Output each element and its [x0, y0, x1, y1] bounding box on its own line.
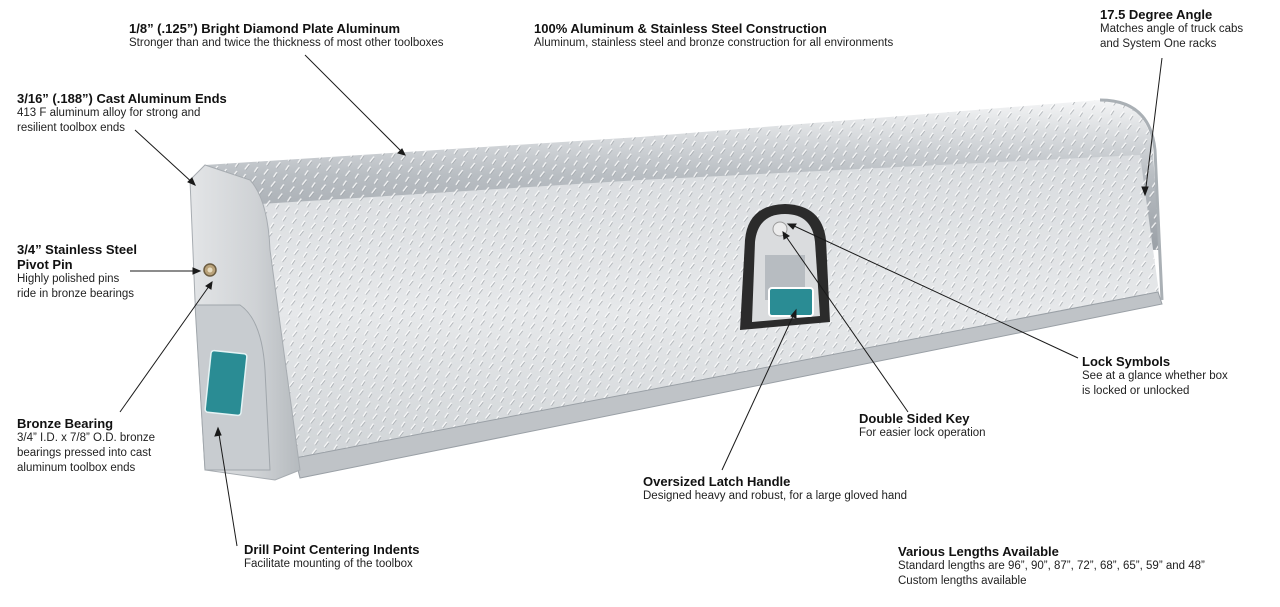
- callout-desc: Designed heavy and robust, for a large g…: [643, 490, 908, 502]
- callout-title: 100% Aluminum & Stainless Steel Construc…: [534, 21, 827, 36]
- callout-double-key: Double Sided Key For easier lock operati…: [859, 411, 986, 441]
- callout-desc: 3/4” I.D. x 7/8” O.D. bronze bearings pr…: [17, 432, 156, 474]
- callout-title: Bronze Bearing: [17, 416, 114, 431]
- callout-bronze-bearing: Bronze Bearing 3/4” I.D. x 7/8” O.D. bro…: [17, 416, 155, 476]
- callout-lock-symbols: Lock Symbols See at a glance whether box…: [1082, 354, 1228, 399]
- callout-desc: Highly polished pins ride in bronze bear…: [17, 273, 134, 300]
- callout-cast-ends: 3/16” (.188”) Cast Aluminum Ends 413 F a…: [17, 91, 227, 136]
- callout-title: Lock Symbols: [1082, 354, 1171, 369]
- callout-title: Oversized Latch Handle: [643, 474, 791, 489]
- leader-lines: [119, 54, 1163, 547]
- callout-angle: 17.5 Degree Angle Matches angle of truck…: [1100, 7, 1243, 52]
- toolbox-front-face: [245, 98, 1164, 479]
- callout-title: Drill Point Centering Indents: [244, 542, 420, 557]
- callout-title: 3/4” Stainless Steel Pivot Pin: [17, 242, 137, 272]
- callout-pivot-pin: 3/4” Stainless Steel Pivot Pin Highly po…: [17, 242, 137, 302]
- callout-desc: Facilitate mounting of the toolbox: [244, 558, 413, 570]
- callout-desc: For easier lock operation: [859, 427, 986, 439]
- callout-desc: 413 F aluminum alloy for strong and resi…: [17, 107, 201, 134]
- callout-desc: Matches angle of truck cabs and System O…: [1100, 23, 1244, 50]
- latch-handle: [740, 204, 830, 330]
- toolbox-cast-end: [189, 164, 301, 481]
- callout-diamond-plate: 1/8” (.125”) Bright Diamond Plate Alumin…: [129, 21, 444, 51]
- callout-desc: Standard lengths are 96”, 90”, 87”, 72”,…: [898, 560, 1205, 587]
- brand-plate-end: [204, 349, 248, 417]
- callout-desc: Aluminum, stainless steel and bronze con…: [534, 37, 894, 49]
- callout-title: 3/16” (.188”) Cast Aluminum Ends: [17, 91, 227, 106]
- callout-construction: 100% Aluminum & Stainless Steel Construc…: [534, 21, 893, 51]
- brand-plate-latch: [768, 287, 814, 317]
- callout-drill-point: Drill Point Centering Indents Facilitate…: [244, 542, 420, 572]
- callout-desc: See at a glance whether box is locked or…: [1082, 370, 1228, 397]
- callout-desc: Stronger than and twice the thickness of…: [129, 37, 444, 49]
- callout-lengths: Various Lengths Available Standard lengt…: [898, 544, 1205, 589]
- callout-title: 17.5 Degree Angle: [1100, 7, 1213, 22]
- callout-title: Double Sided Key: [859, 411, 970, 426]
- callout-title: Various Lengths Available: [898, 544, 1059, 559]
- callout-latch-handle: Oversized Latch Handle Designed heavy an…: [643, 474, 907, 504]
- callout-title: 1/8” (.125”) Bright Diamond Plate Alumin…: [129, 21, 401, 36]
